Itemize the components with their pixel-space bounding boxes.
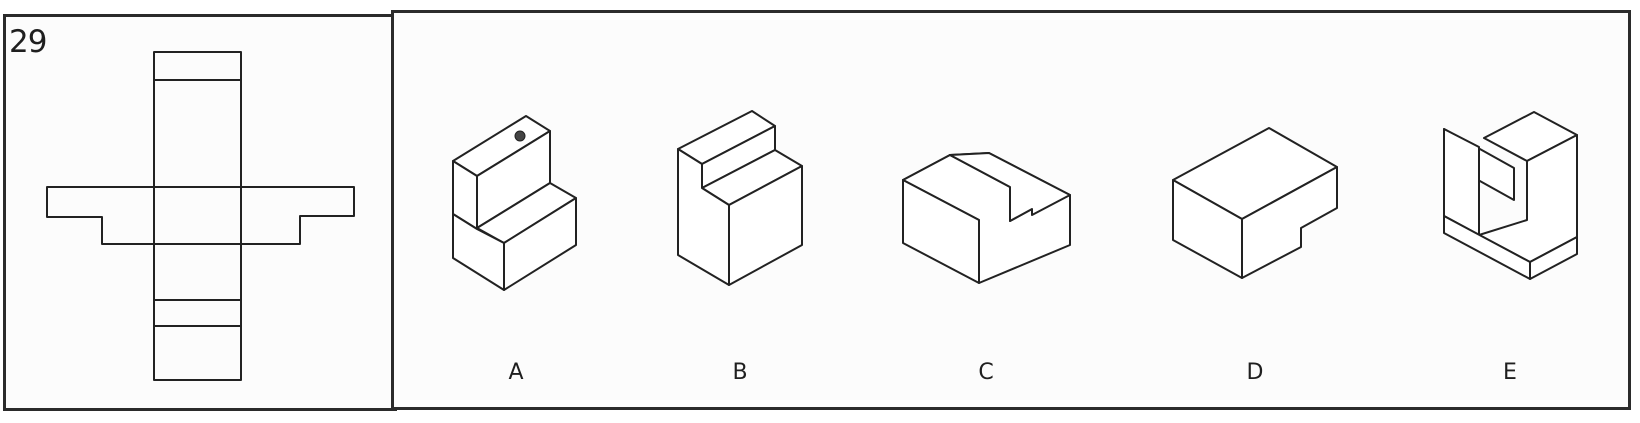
option-a-shape bbox=[452, 115, 577, 291]
option-e-shape bbox=[1443, 111, 1578, 280]
question-number: 29 bbox=[9, 24, 47, 60]
option-b-shape bbox=[677, 110, 803, 286]
option-d-label[interactable]: D bbox=[1246, 360, 1264, 385]
option-a-label[interactable]: A bbox=[508, 360, 524, 385]
option-d-shape bbox=[1172, 127, 1338, 279]
unfolded-net bbox=[46, 51, 355, 381]
option-c-label[interactable]: C bbox=[978, 360, 994, 385]
option-b-label[interactable]: B bbox=[732, 360, 748, 385]
option-e-label[interactable]: E bbox=[1503, 360, 1517, 385]
option-c-shape bbox=[902, 152, 1071, 284]
